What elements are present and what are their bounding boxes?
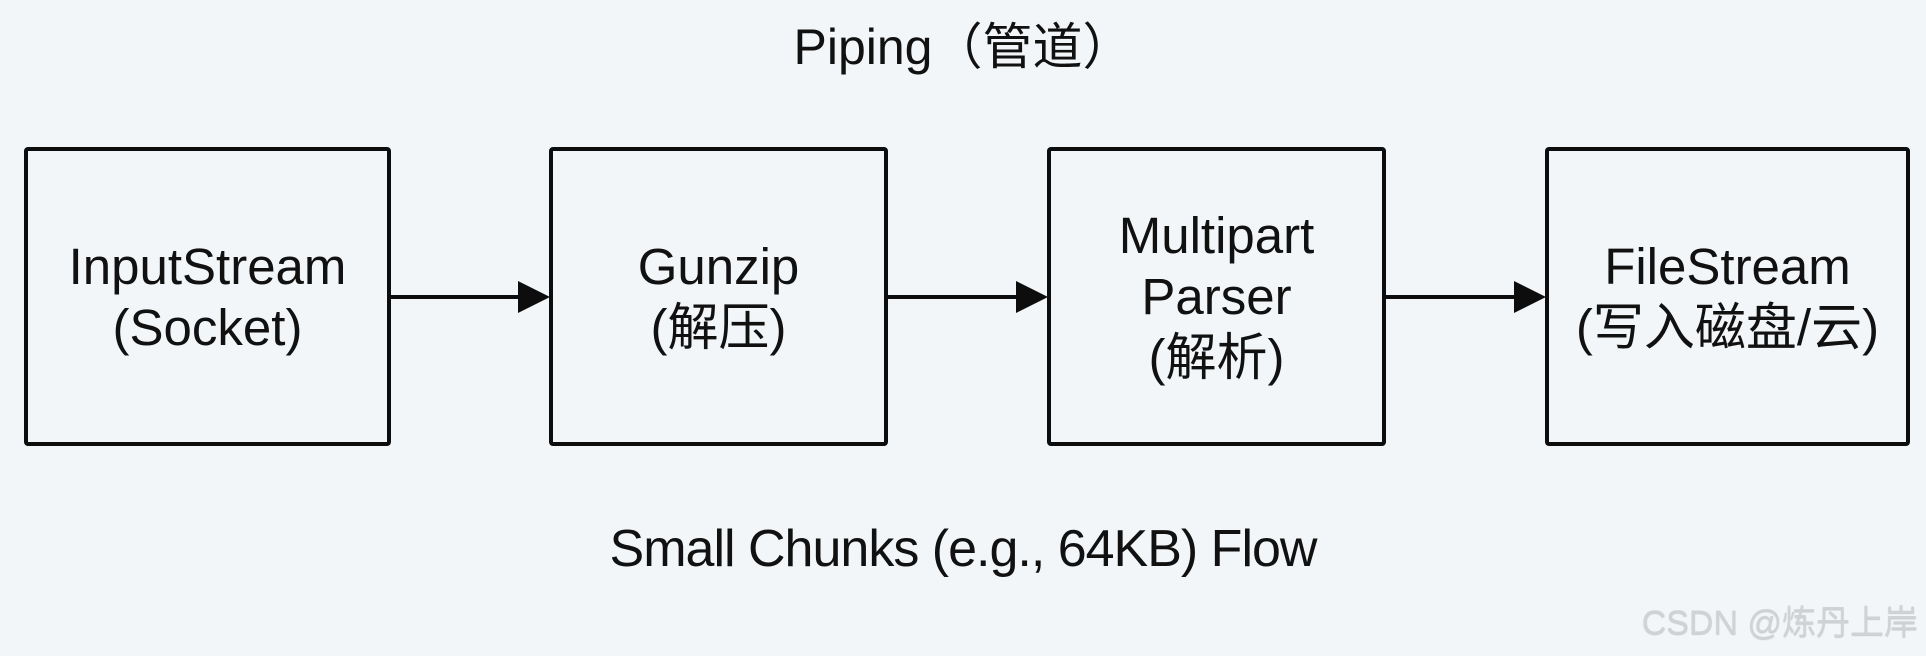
node-label: FileStream (写入磁盘/云): [1576, 236, 1879, 358]
node-file-stream: FileStream (写入磁盘/云): [1545, 147, 1910, 446]
node-label-line: FileStream: [1604, 237, 1851, 295]
arrow-shaft: [391, 295, 521, 299]
arrow-shaft: [888, 295, 1019, 299]
arrow-shaft: [1386, 295, 1517, 299]
node-label-line: (写入磁盘/云): [1575, 298, 1880, 356]
arrow-head-icon: [518, 281, 550, 313]
node-gunzip: Gunzip (解压): [549, 147, 888, 446]
node-label-line: InputStream: [68, 237, 347, 295]
node-input-stream: InputStream (Socket): [24, 147, 391, 446]
watermark: CSDN @炼丹上岸: [1641, 604, 1918, 642]
arrow-head-icon: [1514, 281, 1546, 313]
arrow-head-icon: [1016, 281, 1048, 313]
arrow-parser-to-filestream: [1386, 281, 1546, 313]
node-label-line: (解析): [1148, 329, 1285, 386]
node-multipart-parser: Multipart Parser (解析): [1047, 147, 1386, 446]
arrow-input-to-gunzip: [391, 281, 550, 313]
flow-caption: Small Chunks (e.g., 64KB) Flow: [609, 520, 1318, 578]
node-label-line: (解压): [650, 298, 787, 356]
node-label-line: (Socket): [112, 298, 303, 356]
arrow-gunzip-to-parser: [888, 281, 1048, 313]
diagram-title: Piping（管道）: [793, 19, 1133, 75]
node-label-line: Gunzip: [637, 237, 800, 295]
node-label-line: Parser: [1141, 268, 1292, 325]
node-label: Gunzip (解压): [638, 236, 800, 358]
node-label: InputStream (Socket): [69, 236, 347, 358]
node-label: Multipart Parser (解析): [1119, 205, 1315, 388]
node-label-line: Multipart: [1118, 207, 1315, 264]
